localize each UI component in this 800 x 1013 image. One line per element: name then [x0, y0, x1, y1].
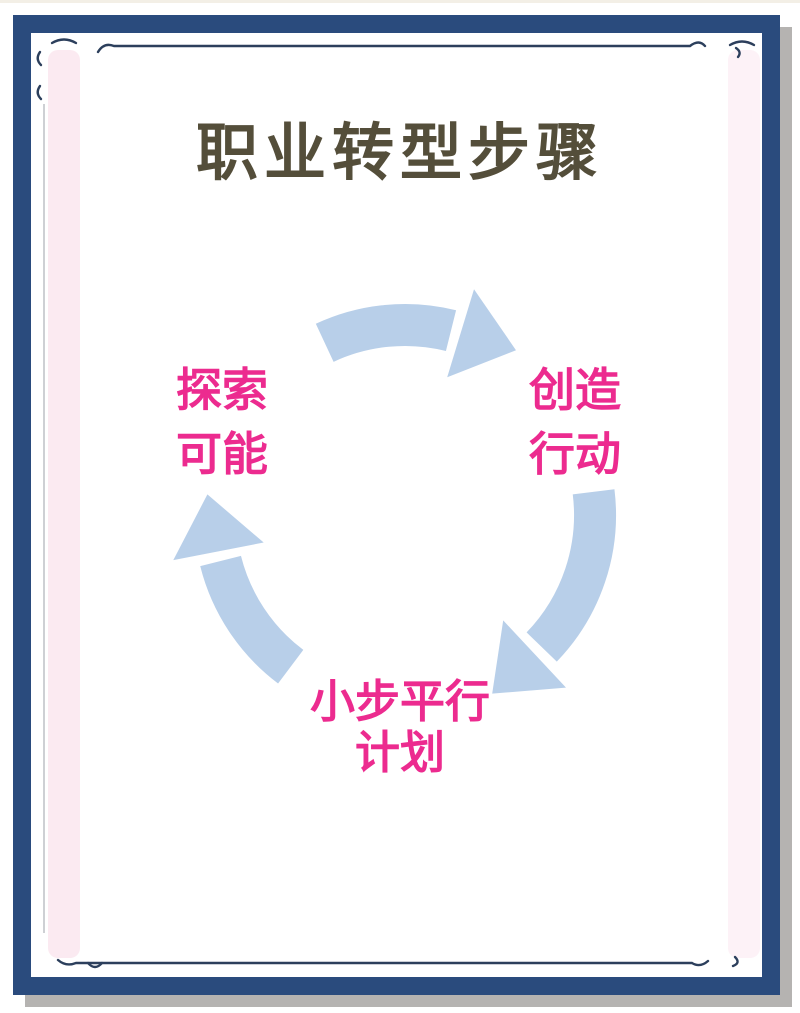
step-plan-line1: 小步平行	[309, 676, 490, 727]
certificate-frame	[13, 15, 780, 995]
step-create-line2: 行动	[529, 428, 621, 480]
page-top-hairline	[0, 0, 800, 3]
step-explore-line1: 探索	[176, 364, 268, 416]
step-create-action: 创造 行动	[475, 358, 675, 486]
page-title: 职业转型步骤	[195, 119, 604, 188]
step-small-step-parallel-plan: 小步平行 计划	[250, 676, 550, 778]
left-pink-band	[48, 50, 80, 958]
step-plan-line2: 计划	[354, 727, 445, 778]
step-explore-line2: 可能	[176, 428, 268, 480]
right-pink-band	[728, 50, 760, 958]
step-explore-possibilities: 探索 可能	[122, 358, 322, 486]
step-create-line1: 创造	[529, 364, 621, 416]
